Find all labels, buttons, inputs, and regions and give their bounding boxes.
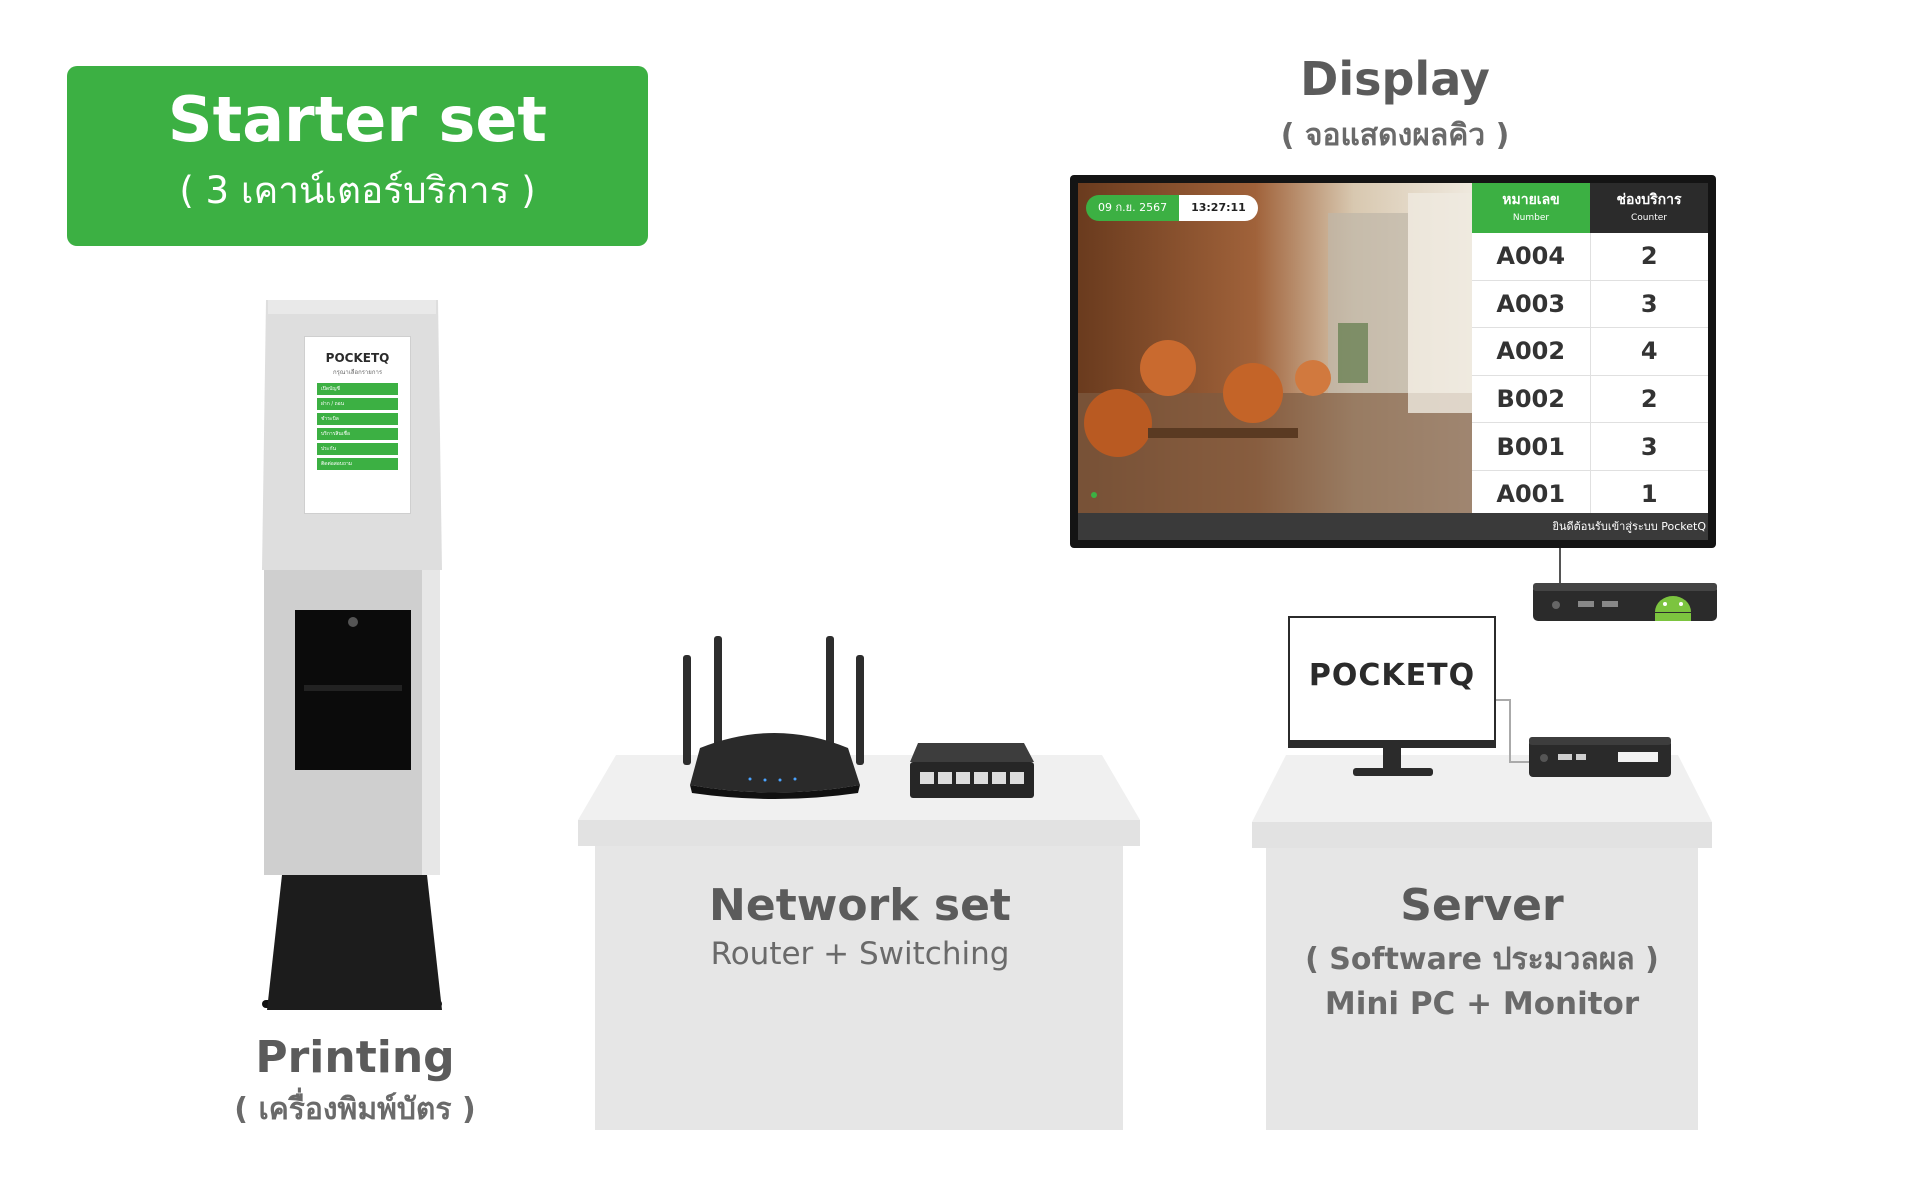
server-subtitle: ( Software ประมวลผล ) xyxy=(1305,942,1659,977)
table-row: A001 1 xyxy=(1472,470,1708,519)
kiosk-menu-item[interactable]: ฝาก / ถอน xyxy=(317,398,398,410)
server-subtitle-hardware: Mini PC + Monitor xyxy=(1324,986,1640,1022)
display-title: Display xyxy=(1300,52,1490,106)
queue-table: หมายเลข Number ช่องบริการ Counter A004 2… xyxy=(1472,183,1708,519)
col-counter-header: ช่องบริการ Counter xyxy=(1590,183,1708,233)
col-number-en: Number xyxy=(1512,213,1550,223)
queue-counter: 3 xyxy=(1640,432,1658,461)
router-icon xyxy=(683,636,864,799)
welcome-ticker: ยินดีต้อนรับเข้าสู่ระบบ PocketQ xyxy=(1078,513,1708,540)
kiosk-menu-item[interactable]: ประกัน xyxy=(317,443,398,455)
server-title: Server xyxy=(1400,880,1564,931)
queue-number: A002 xyxy=(1472,328,1591,375)
kiosk-menu-item[interactable]: บริการสินเชื่อ xyxy=(317,428,398,440)
queue-number: A001 xyxy=(1472,470,1591,518)
starter-set-subtitle: ( 3 เคาน์เตอร์บริการ ) xyxy=(179,169,536,213)
col-counter-th: ช่องบริการ xyxy=(1616,192,1682,208)
queue-display: 09 ก.ย. 2567 13:27:11 หมายเลข Number ช่อ… xyxy=(1070,175,1716,548)
queue-number: A003 xyxy=(1472,280,1591,328)
kiosk-brand: POCKETQ xyxy=(325,351,390,365)
switch-icon xyxy=(910,743,1034,798)
kiosk-prompt: กรุณาเลือกรายการ xyxy=(332,369,383,376)
date-time-pill: 09 ก.ย. 2567 13:27:11 xyxy=(1086,195,1258,221)
kiosk-menu-item[interactable]: เปิดบัญชี xyxy=(317,383,398,395)
monitor-cable xyxy=(1494,699,1530,763)
queue-number: B002 xyxy=(1472,375,1591,423)
printing-subtitle: ( เครื่องพิมพ์บัตร ) xyxy=(234,1092,476,1127)
server-monitor: POCKETQ xyxy=(1288,616,1496,748)
network-subtitle: Router + Switching xyxy=(710,936,1010,972)
col-number-th: หมายเลข xyxy=(1502,192,1560,208)
monitor-stand-icon xyxy=(1353,744,1433,776)
network-title: Network set xyxy=(709,880,1011,931)
queue-counter: 1 xyxy=(1640,480,1658,509)
queue-number: B001 xyxy=(1472,423,1591,470)
printing-title: Printing xyxy=(255,1032,455,1083)
kiosk-menu-item[interactable]: ชำระบิล xyxy=(317,413,398,425)
queue-counter: 2 xyxy=(1640,242,1658,271)
table-row: A002 4 xyxy=(1472,328,1708,376)
display-subtitle: ( จอแสดงผลคิว ) xyxy=(1280,118,1510,153)
col-number-header: หมายเลข Number xyxy=(1472,183,1590,233)
table-row: A003 3 xyxy=(1472,280,1708,329)
cafe-photo xyxy=(1078,183,1472,513)
display-time: 13:27:11 xyxy=(1179,195,1258,221)
display-date: 09 ก.ย. 2567 xyxy=(1086,195,1180,221)
queue-number: A004 xyxy=(1472,233,1591,280)
kiosk-screen: POCKETQ กรุณาเลือกรายการ เปิดบัญชี ฝาก /… xyxy=(304,336,411,514)
queue-counter: 4 xyxy=(1640,337,1658,366)
starter-set-title: Starter set xyxy=(167,83,548,156)
kiosk-menu-item[interactable]: ติดต่อสอบถาม xyxy=(317,458,398,470)
col-counter-en: Counter xyxy=(1631,213,1667,223)
starter-set-badge: Starter set ( 3 เคาน์เตอร์บริการ ) xyxy=(67,66,648,246)
monitor-brand: POCKETQ xyxy=(1308,658,1476,693)
queue-counter: 3 xyxy=(1640,289,1658,318)
table-row: A004 2 xyxy=(1472,233,1708,281)
table-row: B001 3 xyxy=(1472,423,1708,471)
mini-pc-icon xyxy=(1529,737,1671,777)
android-box-icon xyxy=(1533,583,1717,621)
queue-counter: 2 xyxy=(1640,385,1658,414)
table-row: B002 2 xyxy=(1472,375,1708,424)
